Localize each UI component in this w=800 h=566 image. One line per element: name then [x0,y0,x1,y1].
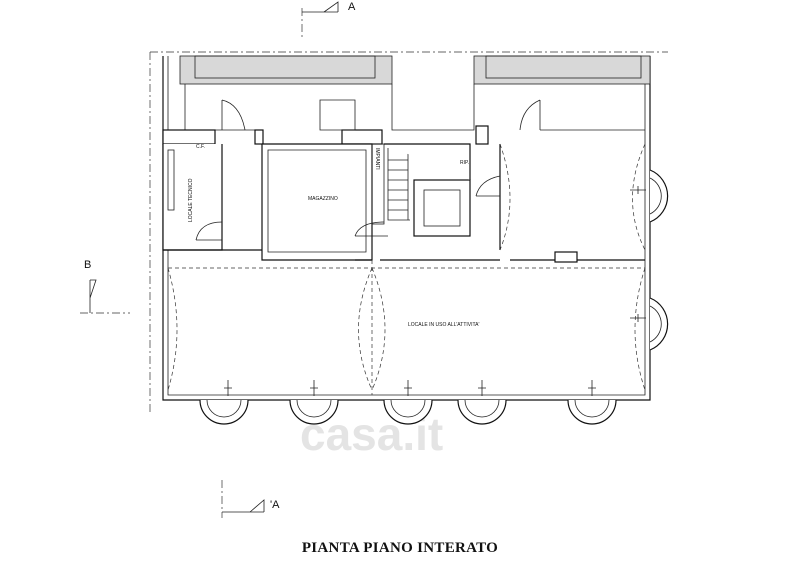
section-mark-a-top: A [301,1,356,40]
section-label-a-top: A [348,1,356,13]
section-label-b: B [84,259,91,271]
bay-windows-bottom [199,399,617,425]
label-technical-room: LOCALE TECNICO [188,178,194,222]
label-utility: IMPIANTI [374,148,380,170]
label-storage: RIP. [460,160,469,166]
outer-walls [162,55,651,401]
doors [195,99,541,241]
section-mark-b: B [80,259,130,314]
inner-walls [162,125,645,263]
label-main-room: LOCALE IN USO ALL'ATTIVITA' [408,322,480,328]
axis-marks [224,186,646,396]
section-label-a-bottom: 'A [270,499,280,511]
bay-windows-right [649,169,669,351]
vault-lines [167,143,646,395]
staircase [387,147,471,237]
drawing-title: PIANTA PIANO INTERATO [301,540,499,556]
label-cf: C.F. [196,144,205,150]
section-mark-a-bottom: 'A [221,480,280,518]
label-warehouse: MAGAZZINO [308,196,338,202]
